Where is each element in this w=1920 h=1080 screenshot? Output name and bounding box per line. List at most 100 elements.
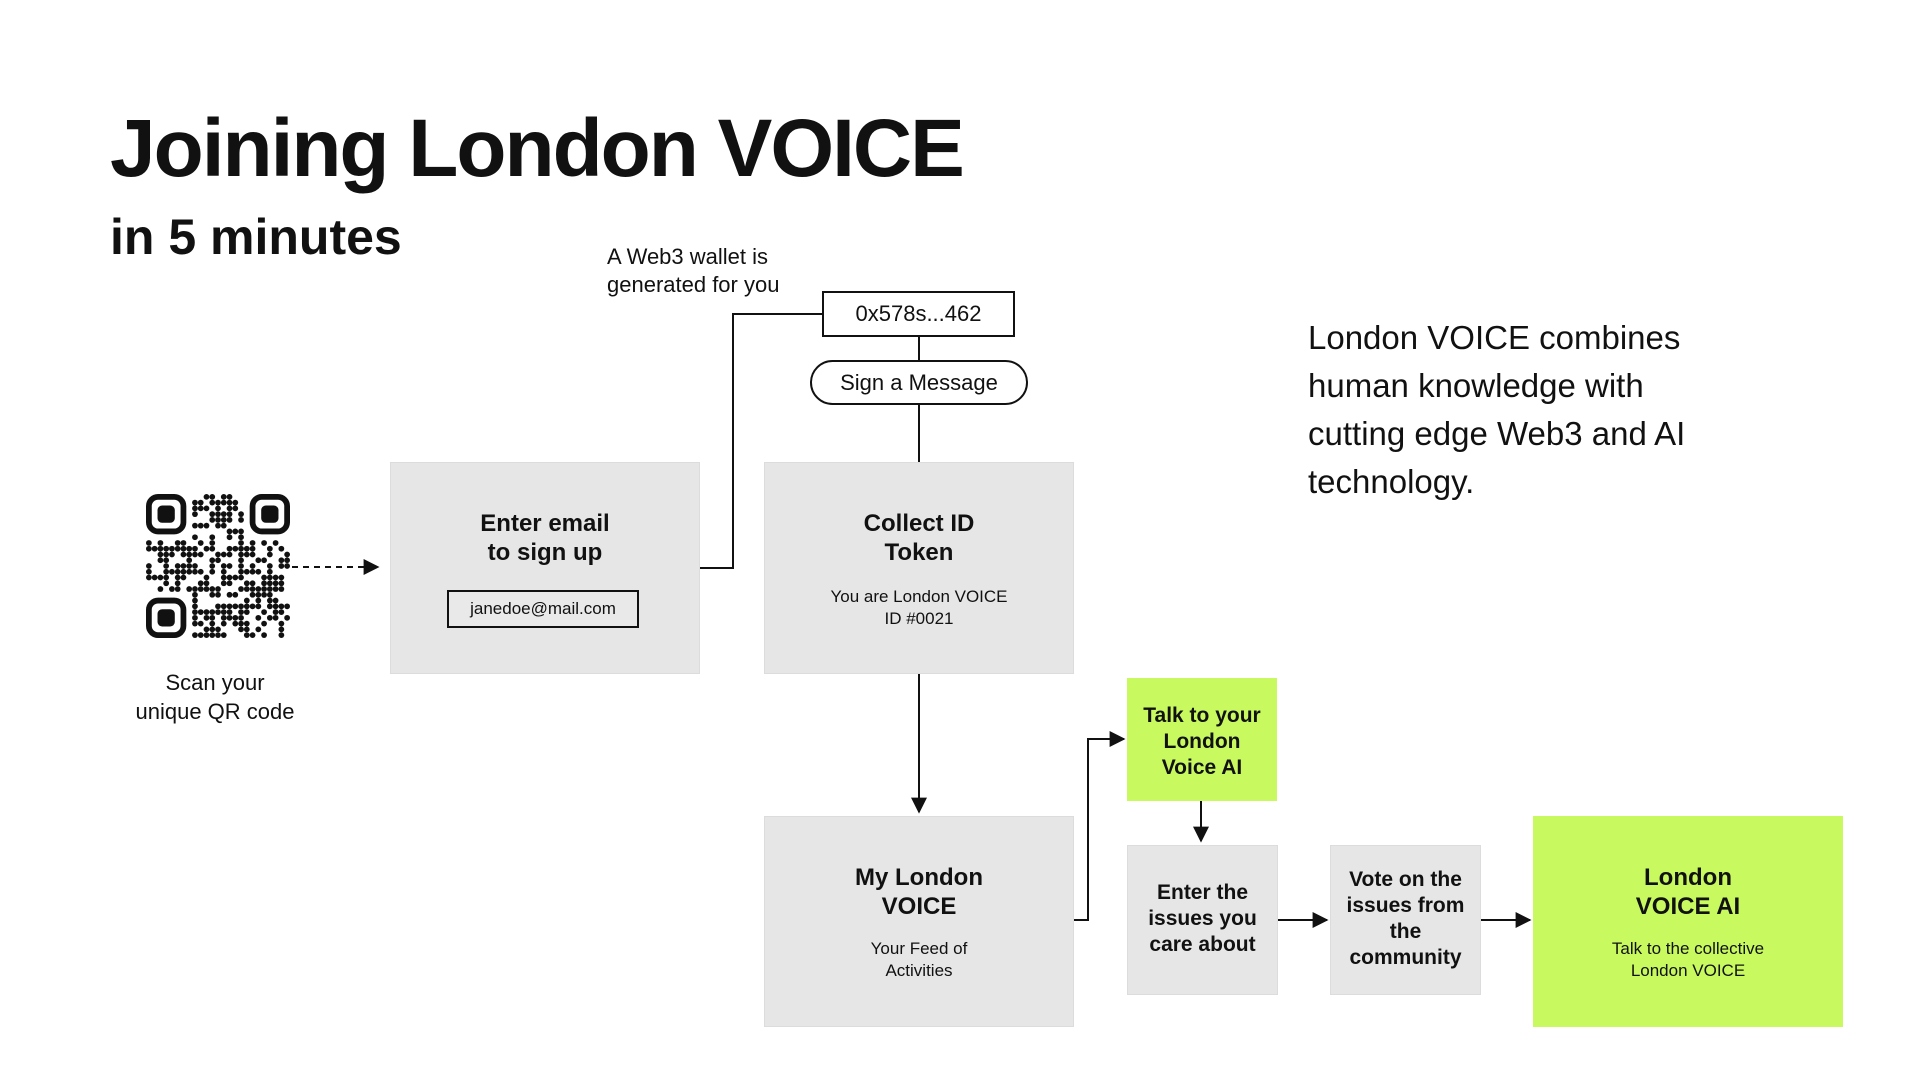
qr-module	[226, 609, 233, 615]
qr-module	[220, 563, 227, 569]
qr-module	[146, 563, 152, 569]
qr-module	[238, 517, 244, 523]
qr-module	[203, 609, 210, 615]
qr-module	[186, 557, 193, 564]
qr-module	[278, 574, 285, 581]
qr-module	[220, 517, 227, 523]
signup-step-title: Enter email to sign up	[480, 510, 610, 566]
qr-module	[243, 568, 250, 575]
qr-module	[261, 574, 267, 581]
qr-module	[220, 603, 227, 610]
qr-module	[157, 545, 164, 552]
qr-module	[261, 586, 267, 592]
qr-module	[243, 620, 250, 627]
qr-module	[238, 534, 244, 541]
qr-module	[146, 540, 152, 546]
qr-module	[226, 563, 233, 569]
qr-module	[238, 586, 244, 592]
qr-module	[163, 568, 170, 575]
qr-module	[232, 591, 239, 598]
qr-module	[220, 522, 227, 529]
qr-module	[186, 545, 193, 552]
qr-module	[174, 545, 181, 552]
qr-module	[220, 568, 227, 575]
qr-module	[255, 557, 262, 564]
qr-module	[192, 591, 198, 598]
qr-module	[243, 580, 250, 587]
qr-module	[261, 591, 267, 598]
qr-module	[203, 494, 210, 500]
qr-module	[249, 632, 256, 638]
qr-module	[197, 522, 204, 529]
qr-module	[220, 580, 227, 587]
qr-module	[243, 626, 250, 633]
qr-module	[203, 545, 210, 552]
qr-module	[169, 551, 175, 558]
qr-module	[261, 540, 267, 546]
qr-module	[197, 632, 204, 638]
qr-module	[278, 557, 285, 564]
qr-module	[226, 534, 233, 541]
voice-ai-box[interactable]: London VOICE AI Talk to the collective L…	[1533, 816, 1843, 1027]
qr-module	[157, 557, 164, 564]
qr-module	[226, 499, 233, 506]
qr-module	[215, 499, 221, 506]
qr-module	[192, 597, 198, 604]
qr-module	[197, 620, 204, 627]
qr-module	[278, 632, 285, 638]
qr-module	[192, 511, 198, 518]
qr-module	[215, 517, 221, 523]
qr-module	[278, 609, 285, 615]
qr-module	[272, 614, 279, 621]
qr-module	[146, 568, 152, 575]
qr-module	[203, 522, 210, 529]
qr-module	[192, 603, 198, 610]
qr-module	[215, 557, 221, 564]
qr-module	[261, 580, 267, 587]
qr-module	[192, 632, 198, 638]
signup-to-wallet-line	[700, 313, 822, 569]
qr-module	[243, 632, 250, 638]
qr-module	[238, 620, 244, 627]
qr-module	[215, 505, 221, 512]
qr-module	[261, 620, 267, 627]
qr-module	[215, 511, 221, 518]
email-field[interactable]: janedoe@mail.com	[447, 590, 639, 628]
qr-module	[209, 568, 216, 575]
qr-module	[192, 568, 198, 575]
qr-module	[197, 609, 204, 615]
voice-ai-subtitle: Talk to the collective London VOICE	[1611, 939, 1765, 980]
qr-module	[174, 580, 181, 587]
qr-module	[192, 609, 198, 615]
qr-module	[163, 551, 170, 558]
qr-finder	[146, 494, 187, 535]
qr-module	[249, 591, 256, 598]
qr-module	[163, 545, 170, 552]
qr-module	[266, 545, 273, 552]
qr-module	[243, 609, 250, 615]
qr-module	[215, 586, 221, 592]
qr-module	[226, 591, 233, 598]
qr-module	[197, 505, 204, 512]
qr-module	[272, 540, 279, 546]
qr-module	[249, 563, 256, 569]
talk-to-ai-box[interactable]: Talk to your London Voice AI	[1127, 678, 1277, 801]
qr-module	[238, 545, 244, 552]
qr-module	[232, 603, 239, 610]
qr-finder	[249, 494, 290, 535]
qr-module	[209, 620, 216, 627]
qr-caption: Scan your unique QR code	[135, 670, 295, 724]
qr-module	[238, 609, 244, 615]
qr-module	[255, 586, 262, 592]
qr-finder	[146, 597, 187, 638]
qr-module	[238, 551, 244, 558]
qr-module	[146, 574, 152, 581]
sign-message-button[interactable]: Sign a Message	[810, 360, 1028, 405]
qr-module	[261, 557, 267, 564]
qr-module	[278, 603, 285, 610]
qr-module	[174, 540, 181, 546]
qr-module	[157, 574, 164, 581]
qr-module	[197, 540, 204, 546]
qr-module	[220, 632, 227, 638]
